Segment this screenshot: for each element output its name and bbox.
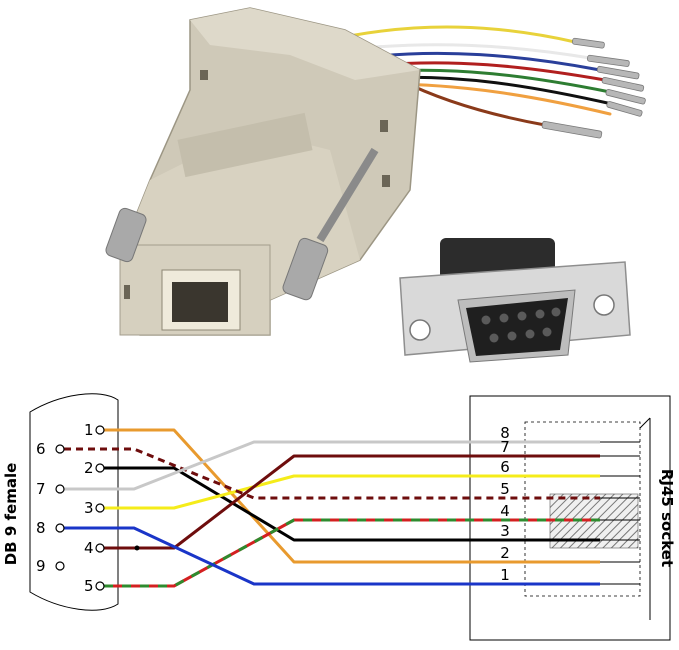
wire-db9-2-rj45-3 [104, 466, 600, 542]
db9-pin-label-8: 8 [36, 519, 46, 537]
wire-db9-6-rj45-5 [64, 447, 600, 500]
wire-db9-5-rj45-4 [104, 518, 600, 588]
wiring-diagram: DB 9 female RJ45 socket 1234567898765432… [0, 378, 679, 650]
db9-pin-3 [95, 503, 105, 513]
db9-pin-label-1: 1 [84, 421, 94, 439]
product-photo [105, 7, 646, 363]
wire-db9-8-rj45-1 [64, 526, 600, 586]
db9-pin-label-7: 7 [36, 480, 46, 498]
wire-db9-1-rj45-2 [104, 428, 600, 564]
rj45-pin-label-7: 7 [500, 438, 510, 456]
db9-pin-5 [95, 581, 105, 591]
db9-pin-label-2: 2 [84, 459, 94, 477]
thumb-screw [105, 147, 379, 301]
rj45-pin-label-2: 2 [500, 544, 510, 562]
db9-pin-label-3: 3 [84, 499, 94, 517]
rj45-pin-label-5: 5 [500, 480, 510, 498]
db9-pin-label-6: 6 [36, 440, 46, 458]
rj45-label: RJ45 socket [658, 469, 676, 567]
wire-crimp-pins [541, 37, 646, 139]
rj45-pin-label-1: 1 [500, 566, 510, 584]
db9-pin-2 [95, 463, 105, 473]
rj45-pin-label-8: 8 [500, 424, 510, 442]
junction-dot-4 [134, 545, 140, 551]
db9-pin-1 [95, 425, 105, 435]
rj45-pin-label-3: 3 [500, 522, 510, 540]
db9-pin-4 [95, 543, 105, 553]
db9-female-connector [399, 238, 631, 363]
db9-pin-7 [55, 484, 65, 494]
db9-pin-label-5: 5 [84, 577, 94, 595]
db9-label: DB 9 female [2, 463, 20, 566]
db9-pin-6 [55, 444, 65, 454]
db9-pin-9 [55, 561, 65, 571]
wire-db9-7-rj45-8 [64, 440, 600, 491]
db9-pin-label-9: 9 [36, 557, 46, 575]
rj45-pin-label-4: 4 [500, 502, 510, 520]
db9-pin-8 [55, 523, 65, 533]
db9-outline [29, 393, 119, 611]
wire-db9-3-rj45-6 [104, 474, 600, 510]
rj45-pin-label-6: 6 [500, 458, 510, 476]
db9-pin-label-4: 4 [84, 539, 94, 557]
